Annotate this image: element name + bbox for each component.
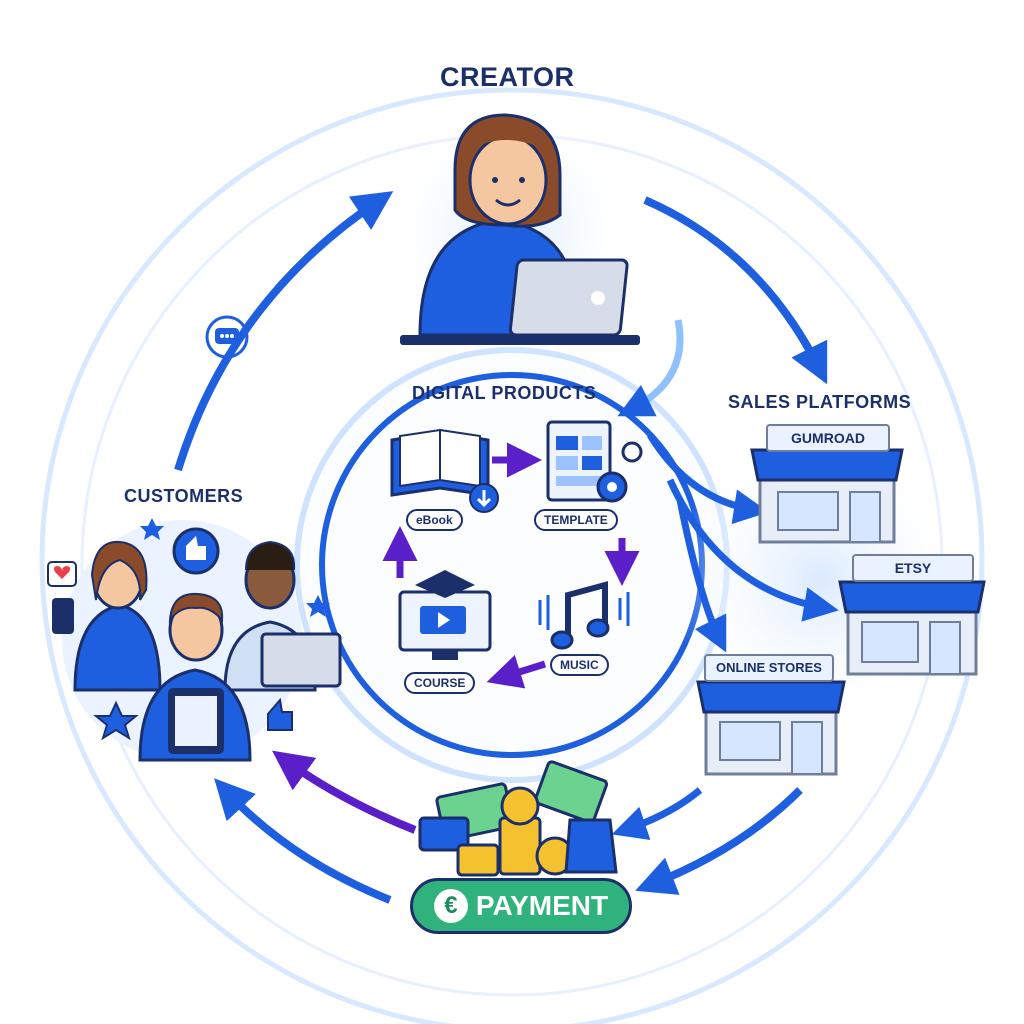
arrow-music-to-course: [486, 655, 547, 689]
payment-label: PAYMENT: [475, 890, 609, 921]
arrow-creator-to-sales: [643, 196, 828, 385]
creator-label: CREATOR: [440, 62, 575, 92]
gumroad-store: [750, 448, 904, 544]
course-icon: [398, 570, 492, 660]
outer-ring: [39, 87, 985, 1024]
arrow-stores-to-payment: [635, 787, 803, 895]
etsy-sign: ETSY: [852, 554, 974, 582]
music-icon: [538, 581, 630, 650]
arrow-store-to-payment-2: [611, 787, 703, 840]
online-store: [696, 680, 846, 776]
template-label: TEMPLATE: [534, 509, 618, 531]
arrow-products-to-gumroad: [647, 433, 769, 525]
star-icon-right: [306, 595, 330, 617]
arrow-products-to-online: [676, 499, 727, 653]
ebook-icon: [390, 428, 499, 513]
inner-hub-ring: [294, 347, 730, 783]
money-pile-icon: [418, 760, 618, 877]
customers-illustration: [52, 520, 342, 762]
heart-bubble-icon: [47, 561, 77, 587]
arrow-creator-to-products: [617, 319, 684, 417]
star-icon: [93, 700, 139, 741]
digital-products-label: DIGITAL PRODUCTS: [412, 383, 597, 403]
music-label: MUSIC: [550, 654, 609, 676]
etsy-store: [838, 580, 986, 676]
star-icon-small: [140, 518, 164, 540]
gumroad-sign: GUMROAD: [766, 424, 890, 452]
euro-icon: €: [433, 889, 468, 923]
course-label: COURSE: [404, 672, 476, 694]
like-bubble-icon: [172, 527, 220, 575]
creator-illustration: [400, 113, 640, 345]
thumbs-up-icon: [267, 697, 293, 731]
online-stores-sign: ONLINE STORES: [704, 654, 834, 682]
sales-platforms-label: SALES PLATFORMS: [728, 392, 912, 412]
arrow-payment-to-customers-purple: [272, 750, 417, 834]
ebook-label: eBook: [406, 509, 463, 531]
arrow-customers-to-creator: [174, 191, 394, 472]
customers-label: CUSTOMERS: [124, 486, 244, 506]
payment-badge: € PAYMENT: [410, 878, 632, 934]
template-icon: [546, 420, 643, 503]
arrow-payment-to-customers: [214, 778, 392, 904]
refresh-chat-icon: [205, 315, 249, 359]
